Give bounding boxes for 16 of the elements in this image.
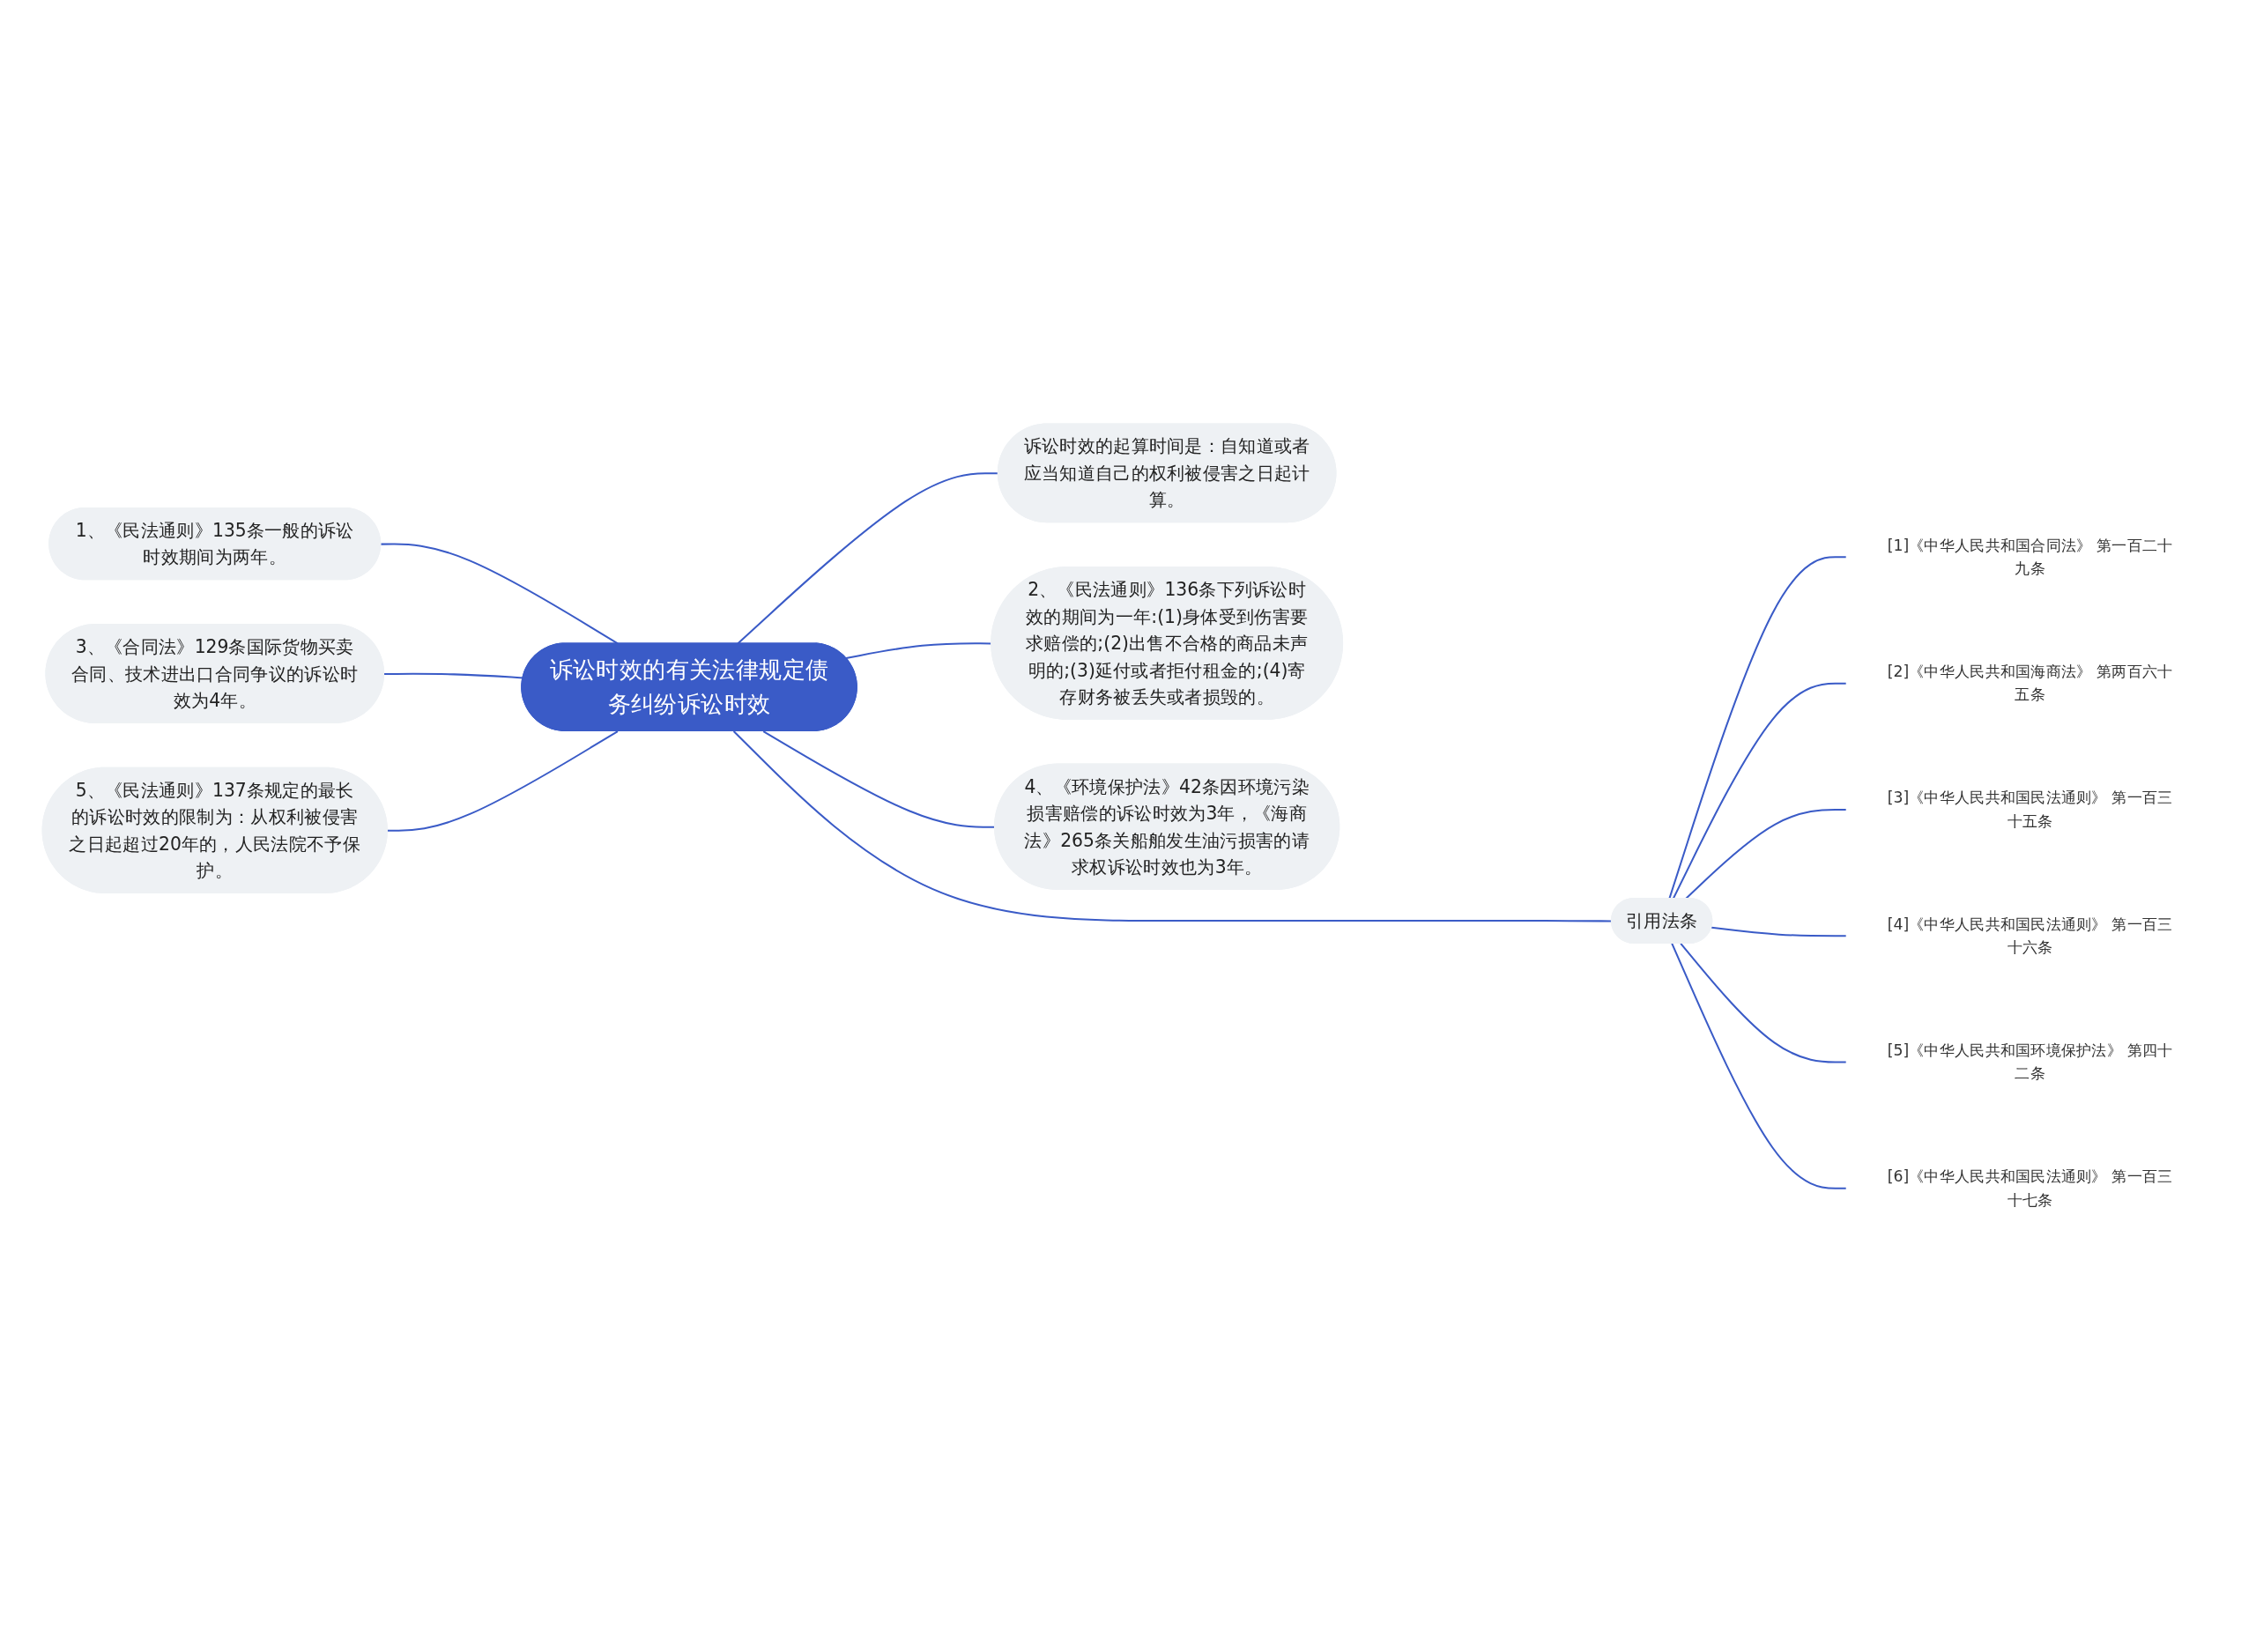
- node-text: [1]《中华人民共和国合同法》 第一百二十九条: [1887, 535, 2173, 577]
- node-text: [3]《中华人民共和国民法通则》 第一百三十五条: [1887, 788, 2173, 829]
- connector: [732, 730, 1612, 922]
- node-text: [4]《中华人民共和国民法通则》 第一百三十六条: [1887, 914, 2173, 956]
- node-text: [2]《中华人民共和国海商法》 第两百六十五条: [1887, 662, 2173, 703]
- connector: [381, 543, 619, 644]
- connector: [1680, 942, 1847, 1063]
- connector: [737, 471, 998, 644]
- connector: [1685, 808, 1847, 900]
- connector: [1668, 555, 1847, 899]
- connector: [387, 730, 619, 832]
- connector: [1672, 682, 1847, 899]
- connector: [1711, 926, 1847, 937]
- connector: [1671, 942, 1847, 1189]
- node-text: [5]《中华人民共和国环境保护法》 第四十二条: [1887, 1041, 2173, 1082]
- node-text: [6]《中华人民共和国民法通则》 第一百三十七条: [1887, 1167, 2173, 1208]
